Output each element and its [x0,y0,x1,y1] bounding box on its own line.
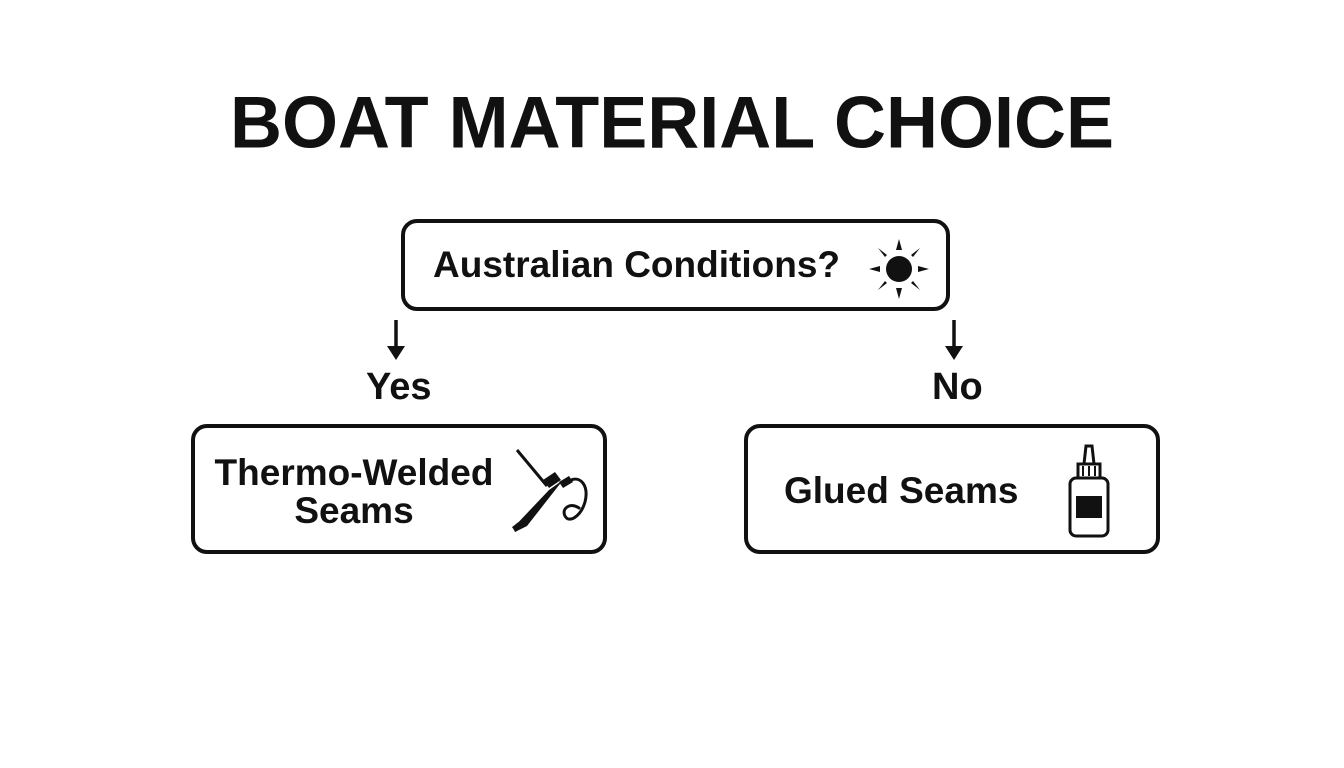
outcome-label-yes: Thermo-Welded Seams [214,452,494,531]
outcome-node-no: Glued Seams [744,424,1160,554]
outcome-label-no: Glued Seams [784,470,1019,511]
question-node: Australian Conditions? [401,219,950,311]
outcome-node-yes: Thermo-Welded Seams [191,424,607,554]
no-arrow [945,320,963,360]
branch-label-no: No [932,366,983,408]
diagram-title: BOAT MATERIAL CHOICE [230,82,1114,164]
soldering-iron-icon [512,449,588,532]
glue-bottle-icon [1068,444,1110,538]
yes-arrow [387,320,405,360]
question-label: Australian Conditions? [433,244,840,285]
sun-icon [869,239,929,299]
branch-label-yes: Yes [366,366,432,408]
